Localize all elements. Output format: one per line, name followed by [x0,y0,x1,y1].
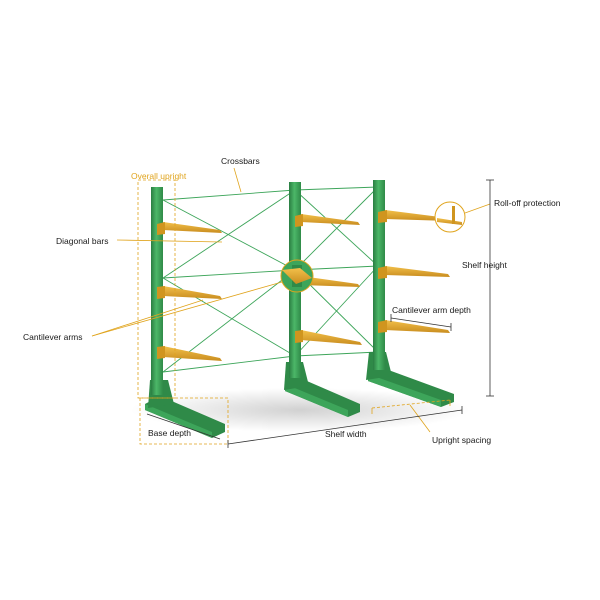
base-left [145,396,225,438]
leader-cantilever-arms-1 [91,281,283,337]
label-shelf-width: Shelf width [325,429,367,439]
diagonal-bar-1 [162,189,296,279]
cantilever-arm [163,286,222,299]
cantilever-arm [385,266,450,277]
leader-crossbars [233,167,242,193]
leader-diagonal-bars [116,239,223,243]
crossbar-top-left [162,189,296,201]
label-cantilever-arms: Cantilever arms [23,332,83,342]
label-crossbars: Crossbars [221,156,260,166]
roll-off-stop-icon [452,206,455,224]
overall-upright-outline [137,179,176,399]
label-base-depth: Base depth [148,428,191,438]
upright-spacing-dashes [371,399,451,409]
roll-off-protection-callout [434,201,466,233]
arms-middle [295,214,362,345]
cantilever-arm [163,222,222,233]
arms-right [378,210,450,333]
dimension-lines [146,179,494,448]
arms-left [157,222,222,361]
diagonal-bar-6 [294,189,379,267]
leader-lines [91,167,491,445]
crossbar-mid-left [162,269,296,279]
diagonal-bar-2 [162,199,296,271]
label-roll-off-protection: Roll-off protection [494,198,561,208]
dim-arm-depth [390,317,452,328]
label-upright-spacing: Upright spacing [432,435,491,445]
leader-cantilever-arms-2 [91,299,204,337]
crossbar-low-left [162,355,296,373]
leader-roll-off [464,203,491,214]
dim-base-depth [146,413,221,440]
cantilever-arm [385,210,450,221]
label-diagonal-bars: Diagonal bars [56,236,108,246]
crossbar-low-right [294,351,379,357]
upright-left [145,187,225,438]
base-depth-outline [139,397,229,445]
cantilever-arm [163,346,222,361]
cantilever-arm [301,214,360,225]
label-shelf-height: Shelf height [462,260,508,270]
label-overall-upright: Overall upright [131,171,187,181]
cantilever-arm [301,330,362,345]
leader-upright-spacing [409,404,431,433]
dim-shelf-width [227,409,463,445]
cantilever-arm [385,320,450,333]
crossbar-top-right [294,186,379,191]
label-cantilever-arm-depth: Cantilever arm depth [392,305,471,315]
cantilever-arm [301,276,360,287]
arm-joint-zoom [280,259,314,293]
bracing-lines [162,186,379,373]
